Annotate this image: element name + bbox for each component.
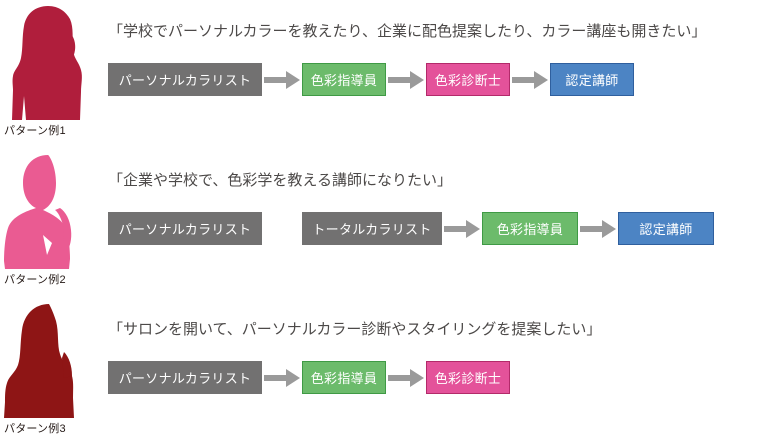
woman-silhouette-icon <box>2 302 98 420</box>
persona-quote: 「サロンを開いて、パーソナルカラー診断やスタイリングを提案したい」 <box>108 321 602 338</box>
flow-node-certified-lecturer[interactable]: 認定講師 <box>618 212 714 245</box>
flow-node-personal-colorist[interactable]: パーソナルカラリスト <box>108 361 262 394</box>
pattern-row-2: パターン例2 「企業や学校で、色彩学を教える講師になりたい」 パーソナルカラリス… <box>0 149 768 298</box>
flow-node-color-instructor[interactable]: 色彩指導員 <box>482 212 578 245</box>
pattern-row-1: パターン例1 「学校でパーソナルカラーを教えたり、企業に配色提案したり、カラー講… <box>0 0 768 149</box>
persona-1: パターン例1 <box>0 0 104 149</box>
career-flow-1: パーソナルカラリスト 色彩指導員 色彩診断士 認定講師 <box>108 63 634 96</box>
flow-gap <box>262 228 302 229</box>
flow-node-color-instructor[interactable]: 色彩指導員 <box>302 63 386 96</box>
arrow-right-icon <box>510 70 550 90</box>
persona-quote: 「学校でパーソナルカラーを教えたり、企業に配色提案したり、カラー講座も開きたい」 <box>108 23 707 40</box>
woman-silhouette-icon <box>2 4 98 122</box>
persona-2: パターン例2 <box>0 149 104 298</box>
career-flow-2: パーソナルカラリスト トータルカラリスト 色彩指導員 認定講師 <box>108 212 714 245</box>
persona-label: パターン例1 <box>4 125 66 137</box>
arrow-right-icon <box>262 70 302 90</box>
persona-label: パターン例3 <box>4 423 66 435</box>
persona-quote: 「企業や学校で、色彩学を教える講師になりたい」 <box>108 172 452 189</box>
flow-node-color-diagnostician[interactable]: 色彩診断士 <box>426 63 510 96</box>
persona-label: パターン例2 <box>4 274 66 286</box>
woman-silhouette-icon <box>2 153 98 271</box>
arrow-right-icon <box>262 368 302 388</box>
persona-3: パターン例3 <box>0 298 104 447</box>
flow-node-certified-lecturer[interactable]: 認定講師 <box>550 63 634 96</box>
flow-node-total-colorist[interactable]: トータルカラリスト <box>302 212 442 245</box>
flow-node-personal-colorist[interactable]: パーソナルカラリスト <box>108 63 262 96</box>
career-flow-3: パーソナルカラリスト 色彩指導員 色彩診断士 <box>108 361 510 394</box>
arrow-right-icon <box>578 219 618 239</box>
flow-node-color-diagnostician[interactable]: 色彩診断士 <box>426 361 510 394</box>
arrow-right-icon <box>386 368 426 388</box>
arrow-right-icon <box>386 70 426 90</box>
pattern-row-3: パターン例3 「サロンを開いて、パーソナルカラー診断やスタイリングを提案したい」… <box>0 298 768 447</box>
flow-node-color-instructor[interactable]: 色彩指導員 <box>302 361 386 394</box>
flow-node-personal-colorist[interactable]: パーソナルカラリスト <box>108 212 262 245</box>
arrow-right-icon <box>442 219 482 239</box>
